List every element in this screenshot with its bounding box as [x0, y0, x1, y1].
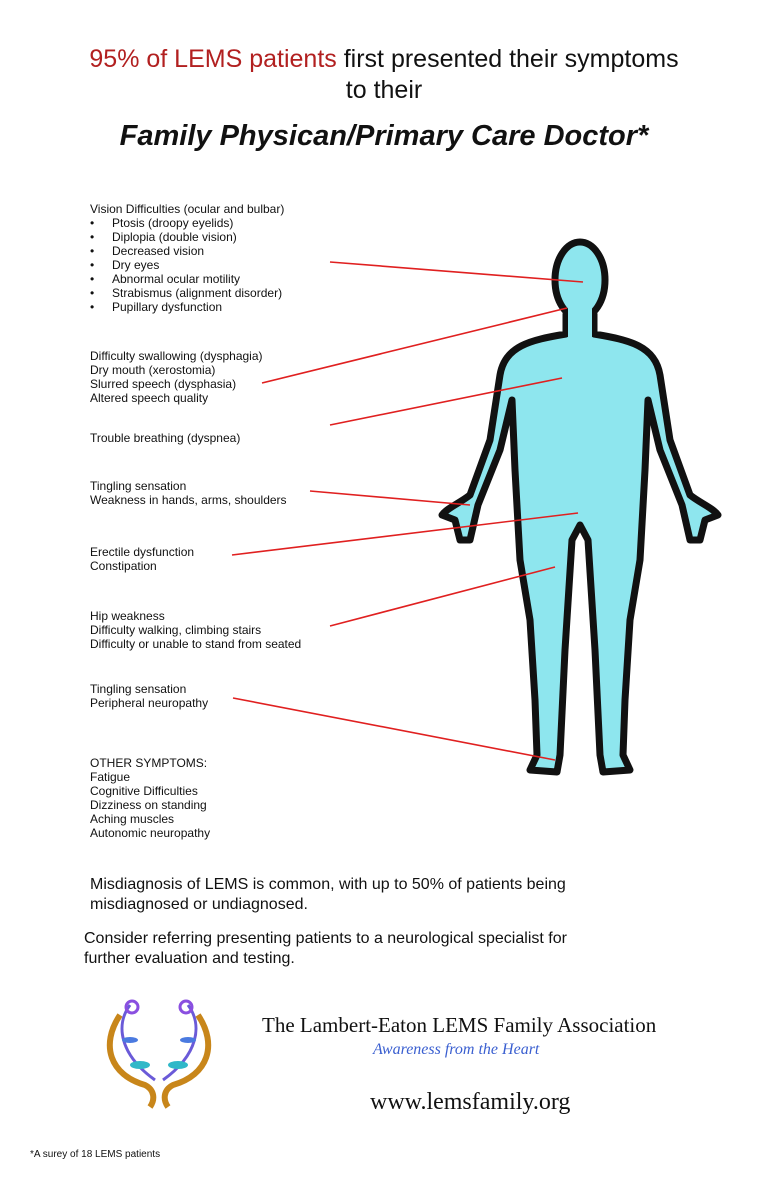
- legs-group: Hip weakness Difficulty walking, climbin…: [90, 609, 301, 651]
- symptom-item: Aching muscles: [90, 812, 175, 826]
- feet-group: Tingling sensation Peripheral neuropathy: [90, 682, 208, 710]
- symptom-item: Difficulty swallowing (dysphagia): [90, 349, 263, 363]
- pointer-line-arms: [309, 490, 471, 506]
- symptom-item: Diplopia (double vision): [90, 230, 284, 244]
- breathing-group: Trouble breathing (dyspnea): [90, 431, 240, 445]
- symptom-item: Altered speech quality: [90, 391, 209, 405]
- symptom-item: Tingling sensation: [90, 479, 187, 493]
- symptom-item: Abnormal ocular motility: [90, 272, 284, 286]
- symptom-item: Constipation: [90, 559, 157, 573]
- symptom-item: Pupillary dysfunction: [90, 300, 284, 314]
- headline-rest: first presented their symptoms: [336, 45, 679, 73]
- headline-highlight: 95% of LEMS patients: [89, 45, 337, 73]
- autonomic-group: Erectile dysfunction Constipation: [90, 545, 194, 573]
- headline: 95% of LEMS patients first presented the…: [0, 44, 768, 106]
- misdiagnosis-note: Misdiagnosis of LEMS is common, with up …: [90, 876, 566, 913]
- pointer-line-autonomic: [231, 512, 579, 556]
- website-link[interactable]: www.lemsfamily.org: [370, 1089, 571, 1115]
- symptom-item: Autonomic neuropathy: [90, 826, 211, 840]
- symptom-item: Hip weakness: [90, 609, 165, 623]
- symptom-item: Slurred speech (dysphasia): [90, 377, 237, 391]
- symptom-item: Decreased vision: [90, 244, 284, 258]
- pointer-line-vision: [329, 261, 584, 283]
- symptom-item: Peripheral neuropathy: [90, 696, 209, 710]
- vision-group: Vision Difficulties (ocular and bulbar) …: [90, 202, 284, 314]
- referral-note: Consider referring presenting patients t…: [84, 930, 567, 967]
- vision-title: Vision Difficulties (ocular and bulbar): [90, 202, 285, 216]
- other-symptoms-title: OTHER SYMPTOMS:: [90, 756, 208, 770]
- neck: [568, 305, 592, 340]
- symptom-item: Difficulty walking, climbing stairs: [90, 623, 262, 637]
- heart-hands-logo: [106, 999, 212, 1109]
- arms-group: Tingling sensation Weakness in hands, ar…: [90, 479, 287, 507]
- organization-tagline: Awareness from the Heart: [373, 1041, 540, 1058]
- footnote: *A surey of 18 LEMS patients: [30, 1149, 161, 1160]
- other-symptoms-group: OTHER SYMPTOMS: Fatigue Cognitive Diffic…: [90, 756, 210, 840]
- symptom-item: Weakness in hands, arms, shoulders: [90, 493, 287, 507]
- pointer-lines: [231, 261, 584, 761]
- symptom-item: Strabismus (alignment disorder): [90, 286, 284, 300]
- headline-title: Family Physican/Primary Care Doctor*: [119, 120, 649, 152]
- symptom-item: Dry eyes: [90, 258, 284, 272]
- symptom-item: Fatigue: [90, 770, 131, 784]
- symptom-item: Trouble breathing (dyspnea): [90, 431, 241, 445]
- pointer-line-breathing: [329, 377, 563, 426]
- symptom-item: Cognitive Difficulties: [90, 784, 198, 798]
- pointer-line-bulbar: [261, 307, 568, 384]
- symptom-item: Ptosis (droopy eyelids): [90, 216, 284, 230]
- human-body-silhouette: [438, 310, 722, 776]
- pointer-line-legs: [329, 566, 556, 627]
- pointer-line-feet: [232, 697, 556, 761]
- symptom-item: Tingling sensation: [90, 682, 187, 696]
- symptom-item: Dry mouth (xerostomia): [90, 363, 216, 377]
- symptom-item: Erectile dysfunction: [90, 545, 195, 559]
- headline-line2: to their: [345, 76, 423, 104]
- symptom-item: Dizziness on standing: [90, 798, 207, 812]
- organization-name: The Lambert-Eaton LEMS Family Associatio…: [262, 1013, 657, 1037]
- bulbar-group: Difficulty swallowing (dysphagia) Dry mo…: [90, 349, 263, 405]
- symptom-item: Difficulty or unable to stand from seate…: [90, 637, 302, 651]
